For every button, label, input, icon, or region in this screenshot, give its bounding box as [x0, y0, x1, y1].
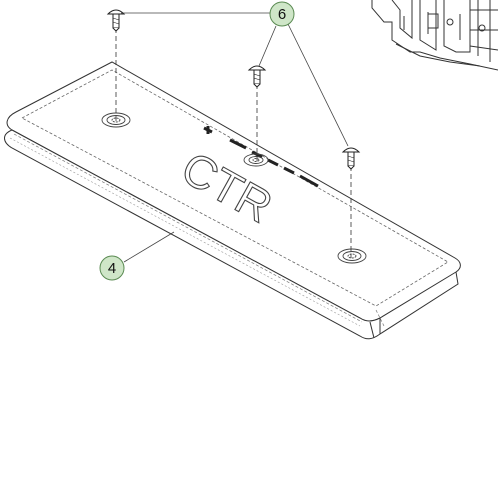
callout-bubble — [99, 255, 125, 281]
callout-screw: 6 — [269, 1, 295, 27]
adjacent-frame-part — [371, 0, 498, 71]
callout-bubble — [269, 1, 295, 27]
callout-number: 6 — [278, 6, 286, 23]
leader-lines — [121, 12, 349, 263]
screw-axis-lines — [115, 28, 352, 258]
screw — [106, 9, 126, 32]
callout-plate: 4 — [99, 255, 125, 281]
callout-number: 4 — [108, 260, 116, 277]
mounting-hole — [243, 153, 269, 167]
ctr-plate: CTR — [4, 61, 461, 340]
center-mark — [203, 126, 319, 188]
screw — [341, 147, 361, 170]
plate-chamfer-line — [21, 69, 449, 307]
screw — [247, 65, 267, 88]
mounting-hole — [337, 248, 367, 264]
